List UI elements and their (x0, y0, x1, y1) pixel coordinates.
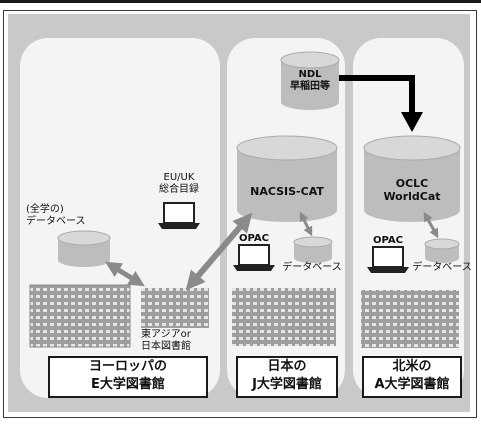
label-europe-line1: ヨーロッパの (88, 359, 167, 374)
nacsis-cat-label: NACSIS-CAT (240, 186, 334, 198)
oclc-label-line2: WorldCat (383, 190, 441, 203)
top-rule (0, 0, 481, 3)
label-japan-line1: 日本の (267, 359, 307, 374)
all-university-database-icon (57, 230, 111, 267)
arrow-nacsis-to-japan-db (299, 211, 313, 237)
na-opac-laptop-icon (367, 246, 409, 273)
building-europe-main (29, 284, 131, 348)
building-east-asia-library (141, 288, 209, 328)
eu-uk-laptop-icon (158, 202, 200, 229)
nacsis-cat-database-icon (236, 135, 338, 222)
oclc-label-line1: OCLC (395, 177, 429, 190)
label-na-line2: A大学図書館 (374, 377, 450, 392)
japan-opac-label: OPAC (239, 233, 269, 244)
all-univ-db-label-line1: (全学の) (26, 204, 64, 215)
ndl-database-icon (280, 51, 340, 110)
label-europe-line2: E大学図書館 (91, 377, 165, 392)
label-na-line1: 北米の (392, 359, 432, 374)
east-asia-library-label: 東アジアor 日本図書館 (141, 329, 211, 353)
nacsis-cat-label-line1: NACSIS-CAT (250, 185, 324, 198)
label-europe-library: ヨーロッパの E大学図書館 (48, 356, 208, 398)
label-japan-line2: J大学図書館 (252, 377, 322, 392)
arrow-oclc-to-na-db (423, 211, 439, 239)
building-north-america (361, 290, 459, 348)
oclc-label: OCLC WorldCat (366, 177, 458, 203)
arrow-ndl-to-oclc (339, 75, 423, 132)
japan-opac-laptop-icon (233, 244, 275, 271)
eu-uk-union-catalog-label: EU/UK 総合目録 (156, 172, 202, 196)
japan-db-label: データベース (282, 262, 342, 273)
na-opac-label: OPAC (373, 235, 403, 246)
label-japan-library: 日本の J大学図書館 (236, 356, 338, 398)
na-local-database-icon (424, 238, 460, 263)
ndl-label: NDL 早稲田等 (285, 69, 335, 93)
arrow-europe-db-to-east-asia (105, 261, 145, 287)
ndl-label-line1: NDL (298, 69, 322, 80)
building-japan (232, 288, 336, 346)
label-north-america-library: 北米の A大学図書館 (362, 356, 462, 398)
east-asia-label-line2: 日本図書館 (141, 341, 191, 352)
eu-uk-label-line1: EU/UK (163, 172, 195, 183)
arrow-east-asia-to-nacsis (185, 212, 253, 291)
oclc-worldcat-database-icon (363, 135, 461, 222)
na-db-label: データベース (412, 262, 472, 273)
eu-uk-label-line2: 総合目録 (159, 184, 199, 195)
japan-local-database-icon (293, 236, 333, 263)
all-university-db-label: (全学の) データベース (26, 204, 92, 228)
ndl-label-line2: 早稲田等 (290, 81, 330, 92)
all-univ-db-label-line2: データベース (26, 216, 86, 227)
east-asia-label-line1: 東アジアor (141, 329, 191, 340)
